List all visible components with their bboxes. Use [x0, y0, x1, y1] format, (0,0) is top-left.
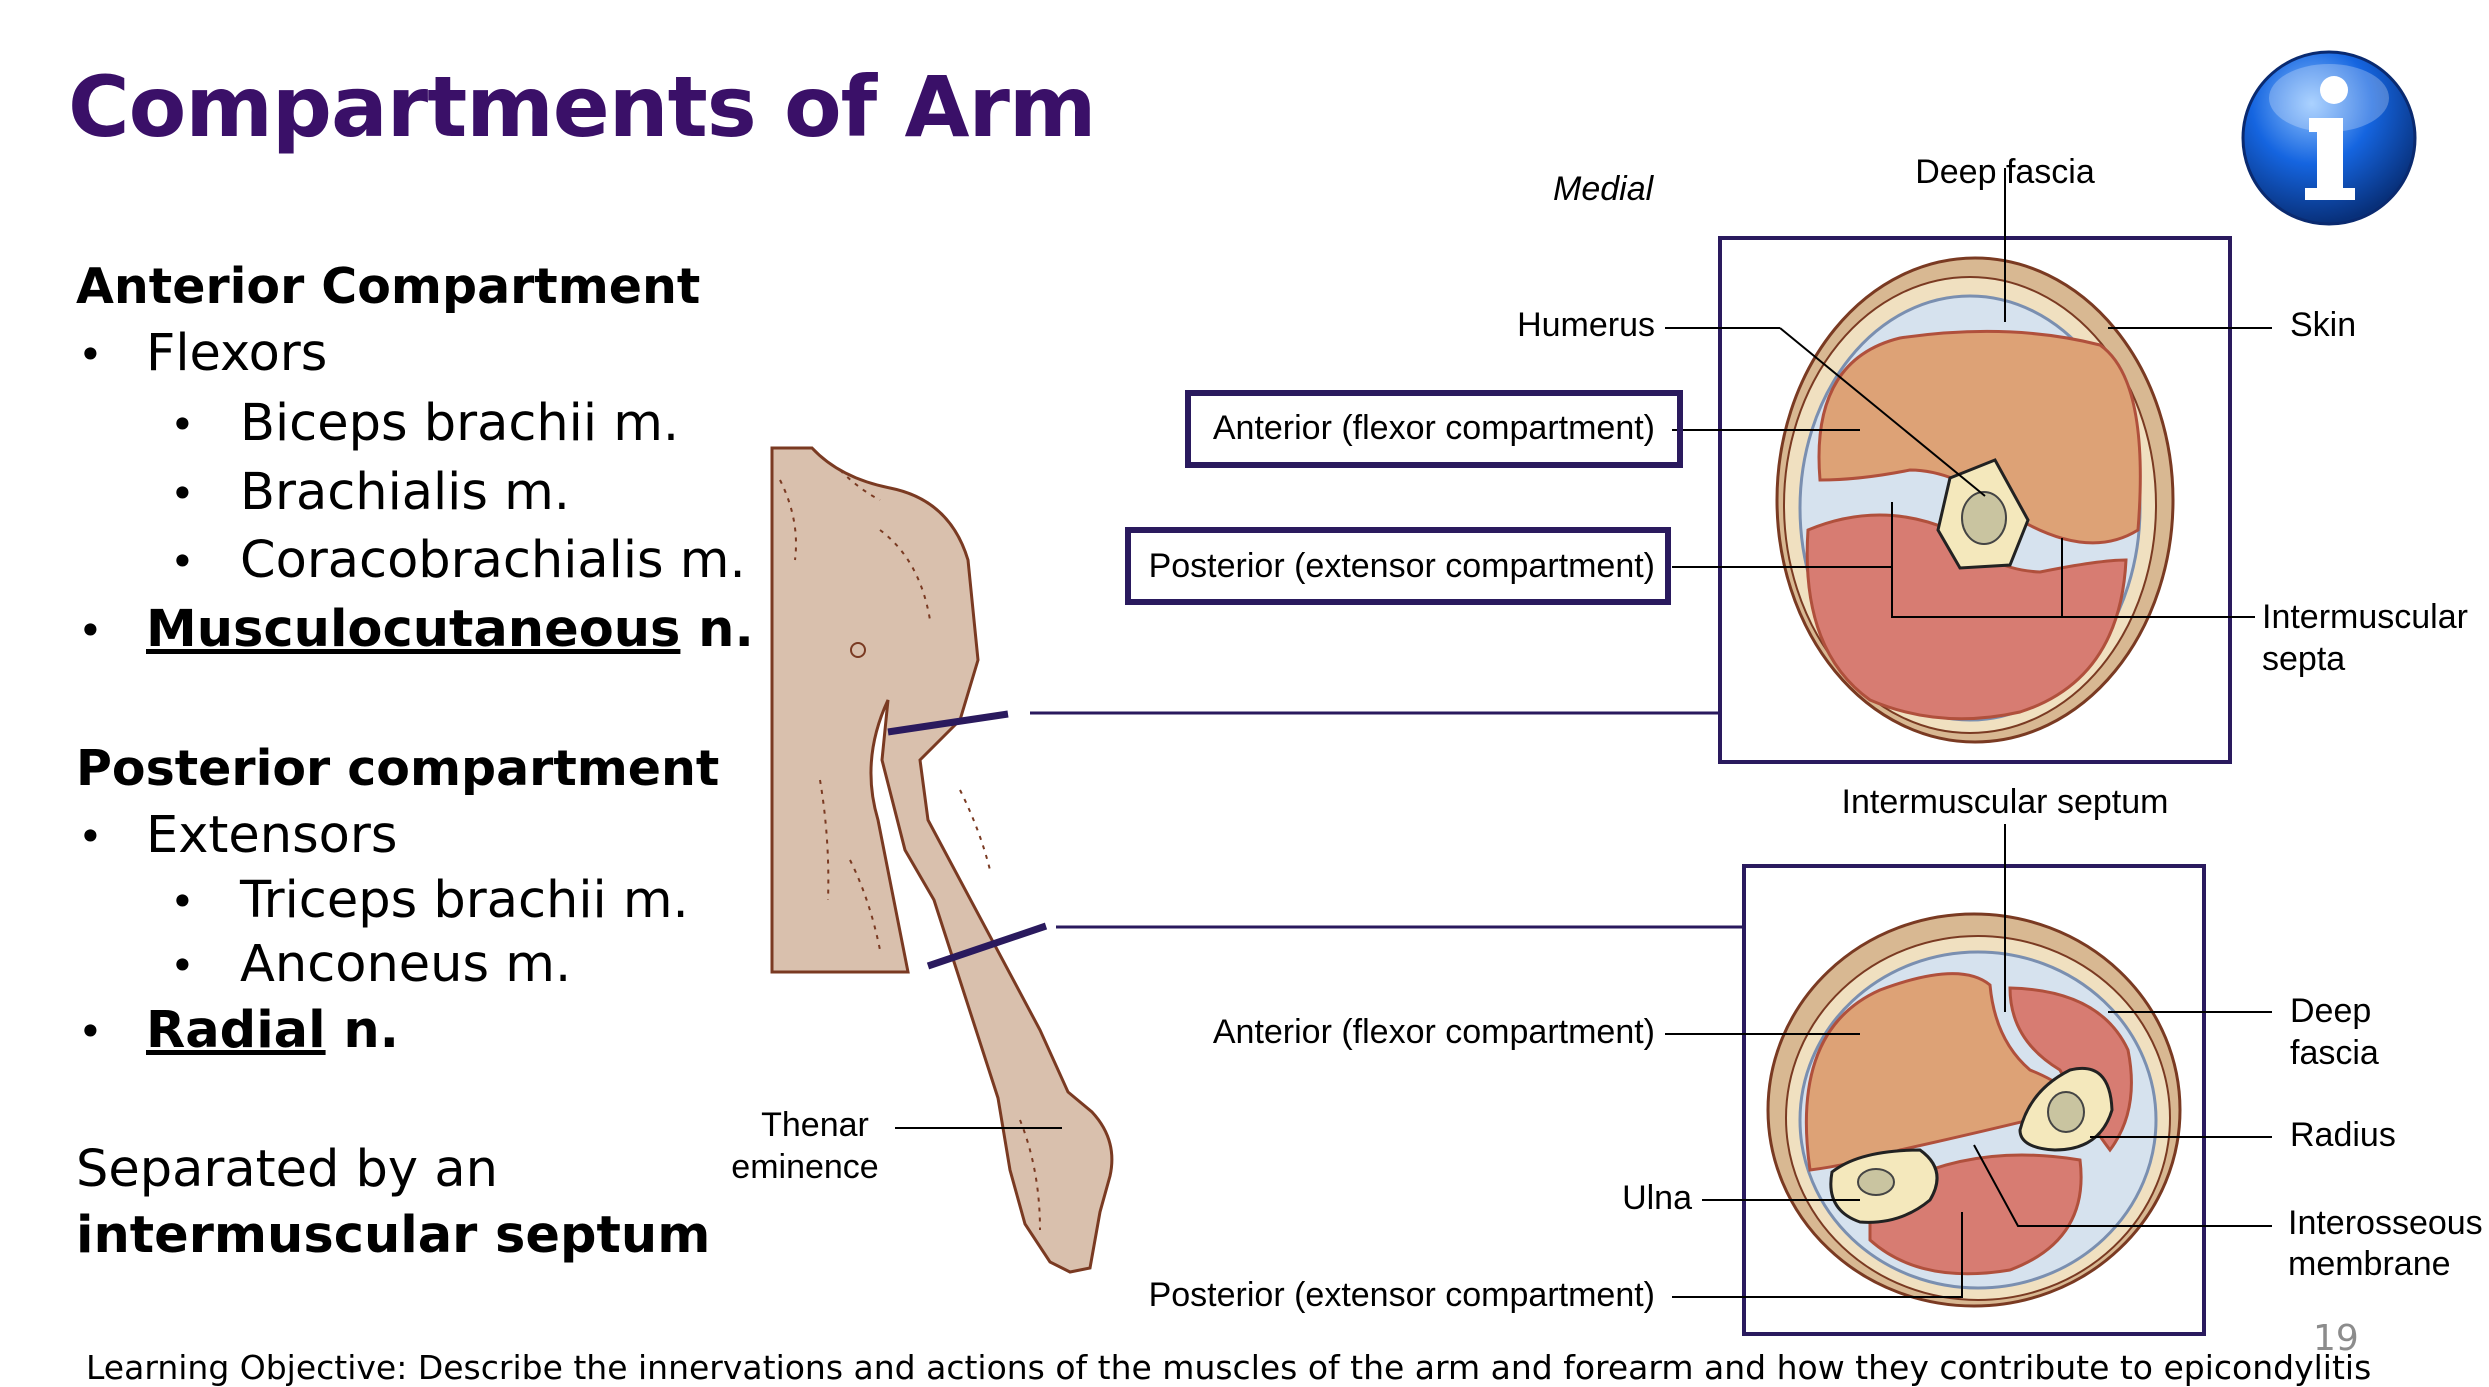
- flexors-label: Flexors: [146, 324, 328, 383]
- thenar-label-2: eminence: [731, 1148, 878, 1186]
- muscle-biceps: Biceps brachii m.: [240, 394, 680, 453]
- muscle-brachialis: Brachialis m.: [240, 463, 571, 522]
- arm-anterior-label: Anterior (flexor compartment): [1213, 409, 1655, 447]
- humerus-label: Humerus: [1517, 306, 1655, 344]
- muscle-anconeus: Anconeus m.: [240, 935, 572, 994]
- posterior-heading: Posterior compartment: [76, 740, 720, 797]
- bullet: •: [170, 877, 195, 926]
- bullet: •: [78, 330, 103, 379]
- forearm-posterior-label: Posterior (extensor compartment): [1149, 1276, 1655, 1314]
- separator-line2: intermuscular septum: [76, 1206, 711, 1265]
- nerve-name: Radial: [146, 1001, 326, 1060]
- forearm-deep-label-2: fascia: [2290, 1034, 2379, 1072]
- nerve-suffix: n.: [325, 1001, 400, 1060]
- slide-title: Compartments of Arm: [68, 58, 1096, 156]
- arm-posterior-label: Posterior (extensor compartment): [1149, 547, 1655, 585]
- septa-label-2: septa: [2262, 640, 2345, 678]
- bullet: •: [78, 1007, 103, 1056]
- radius-label: Radius: [2290, 1116, 2396, 1154]
- skin-label: Skin: [2290, 306, 2356, 344]
- thenar-label: Thenar: [761, 1106, 869, 1144]
- anterior-nerve: Musculocutaneous n.: [146, 600, 754, 659]
- forearm-deep-label: Deep: [2290, 992, 2371, 1030]
- muscle-triceps: Triceps brachii m.: [240, 871, 689, 930]
- body-silhouette: [770, 446, 1114, 1274]
- learning-objective: Learning Objective: Describe the innerva…: [86, 1348, 2372, 1387]
- bullet: •: [170, 400, 195, 449]
- bullet: •: [78, 606, 103, 655]
- septa-label: Intermuscular: [2262, 598, 2468, 636]
- interosseous-label-2: membrane: [2288, 1245, 2451, 1283]
- separator-line1: Separated by an: [76, 1140, 498, 1199]
- deep-fascia-label: Deep fascia: [1915, 153, 2095, 191]
- nerve-name: Musculocutaneous: [146, 600, 681, 659]
- muscle-coracobrachialis: Coracobrachialis m.: [240, 531, 746, 590]
- page-number: 19: [2313, 1318, 2359, 1359]
- bullet: •: [78, 812, 103, 861]
- bullet: •: [170, 469, 195, 518]
- ulna-label: Ulna: [1622, 1179, 1692, 1217]
- interosseous-label: Interosseous: [2288, 1204, 2483, 1242]
- info-icon[interactable]: [2239, 48, 2419, 228]
- nerve-suffix: n.: [680, 600, 754, 659]
- medial-label: Medial: [1553, 170, 1655, 208]
- bullet: •: [170, 537, 195, 586]
- bullet: •: [170, 941, 195, 990]
- extensors-label: Extensors: [146, 806, 398, 865]
- forearm-septum-label: Intermuscular septum: [1842, 783, 2169, 821]
- anterior-heading: Anterior Compartment: [76, 258, 701, 315]
- posterior-nerve: Radial n.: [146, 1001, 399, 1060]
- forearm-anterior-label: Anterior (flexor compartment): [1213, 1013, 1655, 1051]
